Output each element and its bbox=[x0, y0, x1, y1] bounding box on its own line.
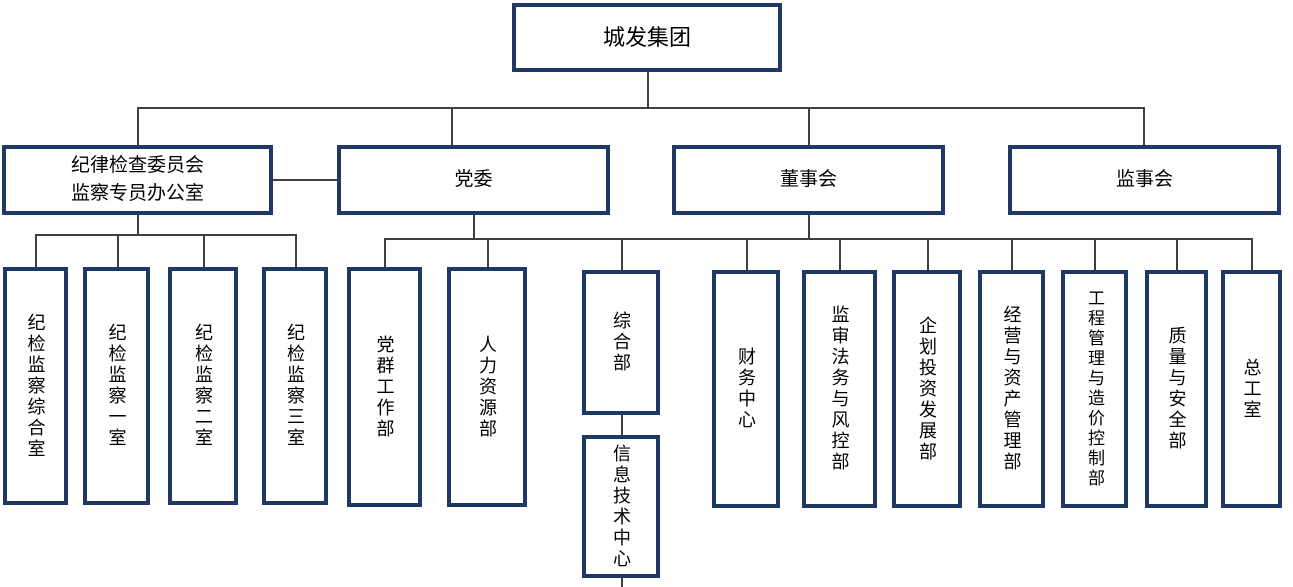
connector-line bbox=[839, 238, 841, 270]
connector-line bbox=[384, 238, 1251, 240]
connector-line bbox=[35, 234, 295, 236]
connector-line bbox=[808, 215, 810, 238]
connector-line bbox=[1094, 238, 1096, 270]
connector-line bbox=[487, 238, 489, 267]
node-discipline-office-3: 纪检监察三室 bbox=[262, 267, 328, 505]
connector-line bbox=[273, 179, 337, 181]
node-discipline-general-office: 纪检监察综合室 bbox=[3, 267, 68, 505]
connector-line bbox=[451, 107, 453, 145]
node-audit-legal-risk-dept: 监审法务与风控部 bbox=[802, 270, 877, 508]
node-discipline-office-2: 纪检监察二室 bbox=[168, 267, 238, 505]
connector-line bbox=[473, 215, 475, 238]
connector-line bbox=[927, 238, 929, 270]
node-quality-safety-dept: 质量与安全部 bbox=[1145, 270, 1208, 508]
node-hr-dept: 人力资源部 bbox=[447, 267, 527, 507]
connector-line bbox=[137, 215, 139, 234]
connector-line bbox=[647, 72, 649, 107]
node-general-dept: 综合部 bbox=[582, 270, 660, 415]
connector-line bbox=[621, 578, 623, 587]
node-planning-investment-dept: 企划投资发展部 bbox=[892, 270, 962, 508]
connector-line bbox=[1251, 238, 1253, 270]
node-engineering-cost-control-dept: 工程管理与造价控制部 bbox=[1061, 270, 1128, 508]
connector-line bbox=[137, 107, 1143, 109]
connector-line bbox=[746, 238, 748, 270]
connector-line bbox=[295, 234, 297, 267]
node-party-mass-work-dept: 党群工作部 bbox=[347, 267, 422, 507]
node-party-committee: 党委 bbox=[337, 145, 610, 215]
node-discipline-inspection-committee: 纪律检查委员会 监察专员办公室 bbox=[2, 145, 273, 215]
connector-line bbox=[621, 238, 623, 270]
connector-line bbox=[1176, 238, 1178, 270]
node-board-of-directors: 董事会 bbox=[672, 145, 945, 215]
connector-line bbox=[808, 107, 810, 145]
connector-line bbox=[1011, 238, 1013, 270]
connector-line bbox=[137, 107, 139, 145]
connector-line bbox=[384, 238, 386, 267]
connector-line bbox=[1143, 107, 1145, 145]
node-finance-center: 财务中心 bbox=[712, 270, 780, 508]
node-discipline-office-1: 纪检监察一室 bbox=[83, 267, 150, 505]
node-it-center: 信息技术中心 bbox=[582, 435, 660, 578]
connector-line bbox=[117, 234, 119, 267]
node-operation-asset-mgmt-dept: 经营与资产管理部 bbox=[978, 270, 1045, 508]
node-group-hq: 城发集团 bbox=[512, 3, 782, 72]
node-chief-engineer-office: 总工室 bbox=[1221, 270, 1282, 508]
connector-line bbox=[621, 415, 623, 435]
node-board-of-supervisors: 监事会 bbox=[1008, 145, 1281, 215]
connector-line bbox=[35, 234, 37, 267]
connector-line bbox=[203, 234, 205, 267]
